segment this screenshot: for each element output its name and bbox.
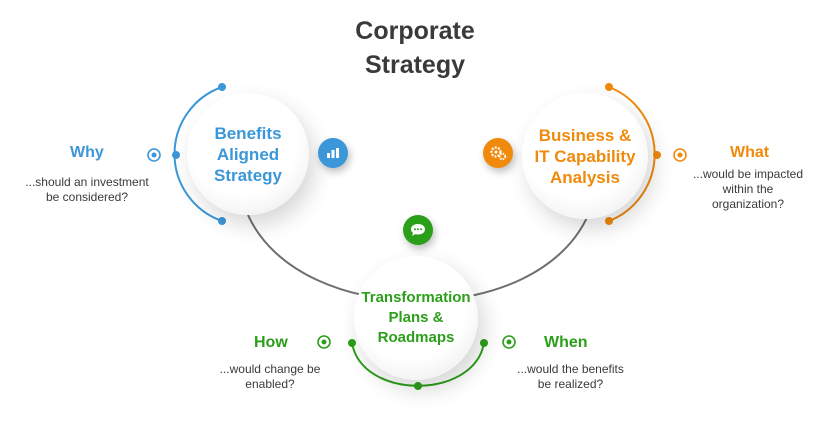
title-line-1: Corporate	[355, 17, 475, 45]
benefits-line-1: Benefits	[214, 123, 282, 143]
orange-arc-dot-top	[605, 83, 613, 91]
target-icon-why	[147, 148, 161, 162]
gears-icon	[483, 138, 513, 168]
why-line-1: ...should an investment	[25, 175, 149, 189]
how-line-2: enabled?	[245, 377, 295, 391]
what-line-2: within the	[722, 182, 774, 196]
target-icon-what	[673, 148, 687, 162]
what-line-3: organization?	[711, 197, 785, 211]
capability-line-2: IT Capability	[534, 146, 636, 166]
how-label: How	[254, 334, 288, 351]
benefits-line-3: Strategy	[213, 165, 283, 185]
blue-arc-dot-bottom	[218, 217, 226, 225]
how-line-1: ...would change be	[219, 362, 321, 376]
page-title: Corporate Strategy	[300, 14, 530, 82]
capability-line-3: Analysis	[550, 167, 620, 187]
green-arc-dot-right	[480, 339, 488, 347]
blue-arc-dot-top	[218, 83, 226, 91]
benefits-circle: Benefits Aligned Strategy	[187, 93, 309, 215]
when-line-1: ...would the benefits	[517, 362, 624, 376]
why-description: ...should an investment be considered?	[12, 175, 162, 205]
blue-arc-dot-mid	[172, 151, 180, 159]
what-line-1: ...would be impacted	[692, 167, 804, 181]
when-description: ...would the benefits be realized?	[503, 362, 638, 392]
what-label: What	[730, 144, 770, 161]
how-description: ...would change be enabled?	[205, 362, 335, 392]
transformation-line-3: Roadmaps	[377, 329, 455, 346]
target-icon-how	[317, 335, 331, 349]
capability-line-1: Business &	[538, 125, 632, 145]
when-label: When	[544, 334, 588, 351]
what-description: ...would be impacted within the organiza…	[678, 167, 818, 212]
green-arc-dot-left	[348, 339, 356, 347]
orange-arc-dot-bottom	[605, 217, 613, 225]
capability-circle: Business & IT Capability Analysis	[522, 93, 648, 219]
target-icon-when	[502, 335, 516, 349]
title-line-2: Strategy	[364, 51, 466, 79]
why-line-2: be considered?	[45, 190, 129, 204]
transformation-circle: Transformation Plans & Roadmaps	[354, 256, 478, 380]
transformation-line-2: Plans &	[388, 309, 444, 326]
why-label: Why	[70, 144, 104, 161]
when-line-2: be realized?	[537, 377, 604, 391]
chat-bubble-icon	[403, 215, 433, 245]
bar-chart-icon	[318, 138, 348, 168]
benefits-line-2: Aligned	[216, 144, 280, 164]
transformation-line-1: Transformation	[361, 289, 471, 306]
orange-arc-dot-mid	[653, 151, 661, 159]
green-arc-dot-bottom	[414, 382, 422, 390]
